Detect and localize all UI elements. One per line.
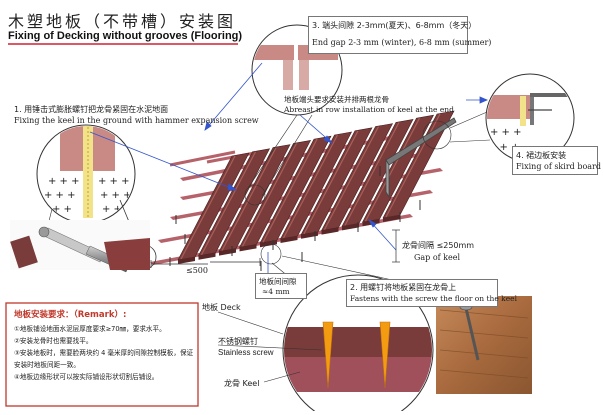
photo-wood-screw — [436, 296, 532, 394]
deck-board-highlight — [282, 134, 339, 239]
leader-lines — [89, 62, 489, 274]
deck-board-edge — [301, 231, 318, 239]
deck-board-edge — [239, 244, 257, 252]
svg-text:+ + +: + + + — [100, 190, 132, 201]
step4-label-en: Fixing of skird board — [516, 162, 601, 171]
step2-label-en: Fastens with the screw the floor on the … — [350, 294, 518, 303]
remark-item: ③安装地板时，需要脸两块约 4 毫米厚的间隙控制模板，保证安装时地板间距一致。 — [14, 349, 194, 369]
skirt-board-side — [385, 158, 390, 199]
board-gap-label-cn: 地板间间隙 — [259, 277, 297, 286]
remark-item: ②安装龙骨时也需要找平。 — [14, 337, 93, 345]
remark-item: ①地板铺设地面水泥层厚度要求≥70㎜，要求水平。 — [14, 325, 166, 333]
remark-heading: 地板安装要求：（Remark）: — [14, 310, 127, 320]
keel-joist-end — [169, 150, 236, 167]
deck-board-edge — [342, 223, 359, 231]
deck-board-highlight — [303, 130, 359, 235]
page-title-en: Fixing of Decking without grooves (Floor… — [8, 30, 243, 42]
anchor-bolts — [169, 166, 421, 271]
deck-label: 地板 Deck — [202, 303, 241, 312]
screw-label-en: Stainless screw — [218, 348, 274, 357]
deck-board-highlight — [180, 155, 236, 260]
deck-board-highlight — [221, 147, 277, 251]
remark-item: ④地板边缘形状可以按实际铺设形状切割后铺设。 — [14, 373, 159, 381]
remark-box — [5, 302, 199, 407]
keel-gap-label-en: Gap of keel — [414, 253, 461, 262]
step1-label-cn: 1. 用锤击式膨胀螺钉把龙骨紧固在水泥地面 — [14, 105, 169, 114]
deck-board-highlight — [385, 113, 441, 218]
deck-board-edge — [198, 252, 216, 260]
deck-board-edge — [321, 227, 339, 235]
deck-board-highlight — [262, 138, 318, 243]
photo-expansion-screw — [10, 220, 150, 273]
step2-callout-box — [346, 279, 498, 307]
detail-circle-skirt-board: + + + + + + — [422, 73, 575, 163]
svg-text:+ + +: + + + — [48, 176, 80, 187]
deck-board-highlight — [241, 143, 298, 247]
abreast-label-cn: 地板端头要求安装并排两根龙骨 — [284, 95, 389, 104]
detail-circle-screw — [217, 243, 434, 415]
svg-text:+ + +: + + + — [44, 190, 76, 201]
deck-board-edge — [280, 236, 298, 243]
svg-text:+ +: + + — [52, 204, 72, 215]
page-title-cn: 木塑地板（不带槽）安装图 — [8, 12, 237, 31]
step1-label-en: Fixing the keel in the ground with hamme… — [14, 116, 259, 125]
deck-board-highlight — [200, 151, 257, 256]
deck-boards — [177, 110, 455, 264]
spacing-label: ≤500 — [186, 266, 208, 275]
board-gap-value: ≈4 mm — [262, 287, 290, 296]
deck-board-edge — [383, 215, 400, 222]
step3-label-en: End gap 2-3 mm (winter), 6-8 mm (summer) — [312, 38, 492, 47]
board-gap-box — [255, 273, 307, 299]
dimension-lines — [150, 229, 400, 268]
svg-text:+ + +: + + + — [490, 127, 522, 138]
step3-callout-box — [308, 16, 468, 54]
deck-board-edge — [178, 257, 195, 264]
deck-board-highlight — [364, 117, 421, 222]
deck-board-highlight — [323, 126, 380, 230]
step3-label-cn: 3. 端头间隙 2-3mm(夏天)、6-8mm（冬天） — [312, 21, 477, 30]
step4-callout-box — [512, 146, 598, 175]
screw-label-cn: 不锈钢螺钉 — [218, 337, 258, 346]
detail-circle-keel-anchor: + + + + + + + + + + + + + + + + — [36, 124, 157, 270]
keel-label: 龙骨 Keel — [224, 379, 260, 388]
abreast-label-en: Abreast in row installation of keel at t… — [284, 105, 454, 114]
remark-list: ①地板铺设地面水泥层厚度要求≥70㎜，要求水平。 ②安装龙骨时也需要找平。 ③安… — [14, 323, 194, 383]
svg-text:+ +: + + — [102, 204, 122, 215]
step4-label-cn: 4. 裙边板安装 — [516, 151, 567, 160]
deck-board-highlight — [344, 122, 400, 226]
svg-text:+ + +: + + + — [98, 176, 130, 187]
step2-label-cn: 2. 用螺钉将地板紧固在龙骨上 — [350, 283, 457, 292]
svg-text:+ + +: + + + — [488, 142, 520, 153]
keel-gap-label-cn: 龙骨间隔 ≤250mm — [402, 241, 475, 250]
